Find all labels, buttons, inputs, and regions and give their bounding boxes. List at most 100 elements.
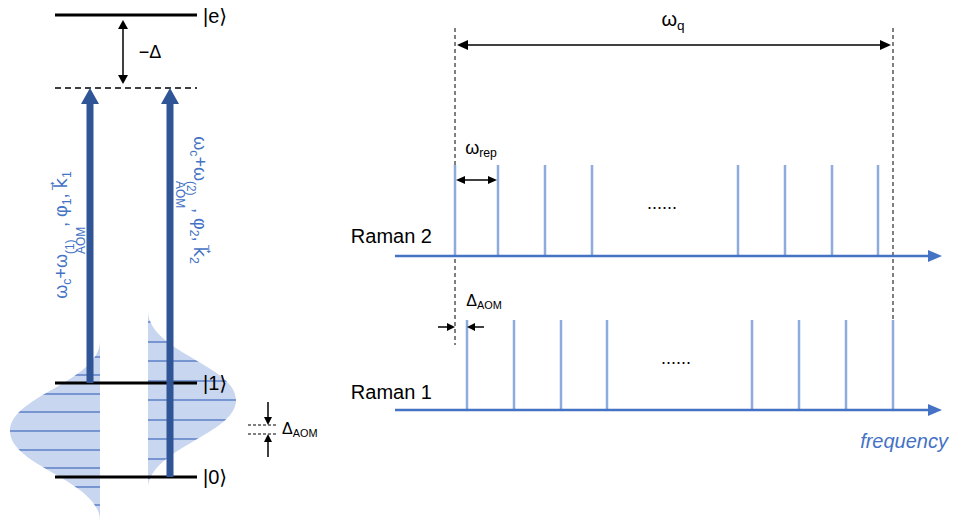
omega-q-span (457, 40, 468, 50)
delta-aom-offset-arrows (447, 323, 455, 331)
raman-beam-2 (161, 88, 179, 477)
omega-q-span (880, 40, 891, 50)
delta-aom-label: ΔAOM (466, 292, 501, 312)
omega-q-span (455, 28, 456, 345)
comb-raman-1 (467, 320, 893, 410)
delta-aom-marker (248, 425, 278, 426)
superscript: (1) (64, 227, 75, 254)
raman-beam-1 (87, 100, 94, 383)
beam-label: ωc+ω(1)AOM, φ1, k⃗1 (51, 171, 87, 299)
wavepacket-right (140, 399, 245, 401)
subscript: c (187, 150, 201, 156)
delta-aom-offset-arrows (474, 326, 484, 328)
comb-raman-2 (544, 165, 547, 256)
detuning-arrow (122, 26, 124, 78)
text-run: ω (661, 8, 677, 30)
virtual-level (55, 87, 197, 89)
detuning-arrow (118, 20, 128, 29)
detuning-arrow (118, 75, 128, 84)
wavepacket-left (0, 411, 110, 413)
subscript: AOM (76, 227, 87, 254)
energy-levels (55, 476, 197, 479)
subscript: AOM (293, 427, 318, 439)
wavepacket-right (140, 419, 245, 421)
text-run: Δ (282, 420, 293, 437)
omega-rep-arrow (456, 176, 497, 184)
delta-aom-label: ΔAOM (282, 420, 317, 440)
text-run: ω (190, 136, 210, 150)
comb-raman-2 (784, 165, 787, 256)
wavepacket-right (140, 322, 245, 478)
comb-raman-1 (560, 320, 563, 410)
beam-name: Raman 2 (351, 225, 432, 248)
axis-raman-2 (395, 250, 942, 262)
ellipsis: ...... (661, 348, 691, 369)
text-run: , k⃗ (51, 178, 71, 198)
wavepacket-left (0, 393, 110, 395)
axis-raman-2 (928, 250, 942, 262)
subscript: 2 (187, 257, 201, 264)
axis-label: frequency (860, 430, 948, 453)
energy-levels (55, 382, 197, 385)
omega-rep-arrow (463, 179, 490, 181)
axis-raman-1 (928, 404, 942, 416)
delta-aom-offset-arrows (438, 323, 484, 331)
raman-beam-1 (81, 88, 99, 104)
omega-q-span (465, 44, 883, 46)
comb-raman-2 (877, 165, 880, 256)
text-run: Δ (466, 292, 477, 309)
subscript: 2 (187, 230, 201, 237)
subscript: q (677, 18, 685, 33)
comb-raman-2 (831, 165, 834, 256)
subscript: c (60, 279, 74, 285)
delta-aom-marker (264, 434, 272, 442)
comb-raman-1 (845, 320, 848, 410)
text-run: , φ (51, 205, 71, 227)
wavepacket-left (0, 486, 110, 488)
beam-name: Raman 1 (351, 381, 432, 404)
comb-raman-1 (892, 320, 895, 410)
beam-label: ωc+ω(2)AOM, φ2, k⃗2 (174, 136, 210, 264)
wavepacket-right (140, 341, 245, 343)
axis-raman-2 (395, 255, 930, 258)
energy-levels (55, 15, 197, 477)
rep-rate-label: ωrep (465, 138, 497, 161)
delta-aom-marker (248, 402, 278, 457)
comb-raman-1 (751, 320, 754, 410)
text-run: , k⃗ (190, 237, 210, 257)
delta-aom-offset-arrows (467, 323, 475, 331)
wavepacket-right (140, 458, 245, 460)
axis-raman-1 (395, 409, 930, 412)
comb-raman-1 (513, 320, 516, 410)
state-label: |1⟩ (203, 372, 227, 395)
stacked-index: (1)AOM (64, 227, 87, 254)
wavepacket-left (0, 430, 110, 432)
comb-raman-2 (455, 165, 878, 256)
text-run: +ω (51, 254, 71, 279)
wavepacket-right (140, 321, 245, 323)
ellipsis: ...... (647, 193, 677, 214)
comb-raman-1 (466, 320, 469, 410)
raman-beam-2 (167, 100, 174, 477)
omega-rep-arrow (488, 176, 497, 184)
delta-aom-offset-arrows (438, 326, 448, 328)
comb-raman-1 (606, 320, 609, 410)
subscript: 1 (60, 171, 74, 178)
raman-beam-2 (161, 88, 179, 104)
stacked-index: (2)AOM (174, 181, 197, 208)
subscript: AOM (174, 181, 185, 208)
wavepacket-right (140, 360, 245, 362)
text-run: ω (51, 285, 71, 299)
comb-raman-2 (591, 165, 594, 256)
state-label: |e⟩ (203, 5, 227, 28)
text-run: ω (465, 138, 479, 158)
delta-aom-marker (264, 417, 272, 425)
comb-raman-2 (497, 165, 500, 256)
energy-levels (55, 14, 197, 17)
wavepacket-right (140, 312, 245, 488)
comb-raman-2 (737, 165, 740, 256)
text-run: , φ (190, 208, 210, 230)
qubit-frequency-label: ωq (661, 8, 684, 34)
detuning-arrow (118, 20, 128, 84)
